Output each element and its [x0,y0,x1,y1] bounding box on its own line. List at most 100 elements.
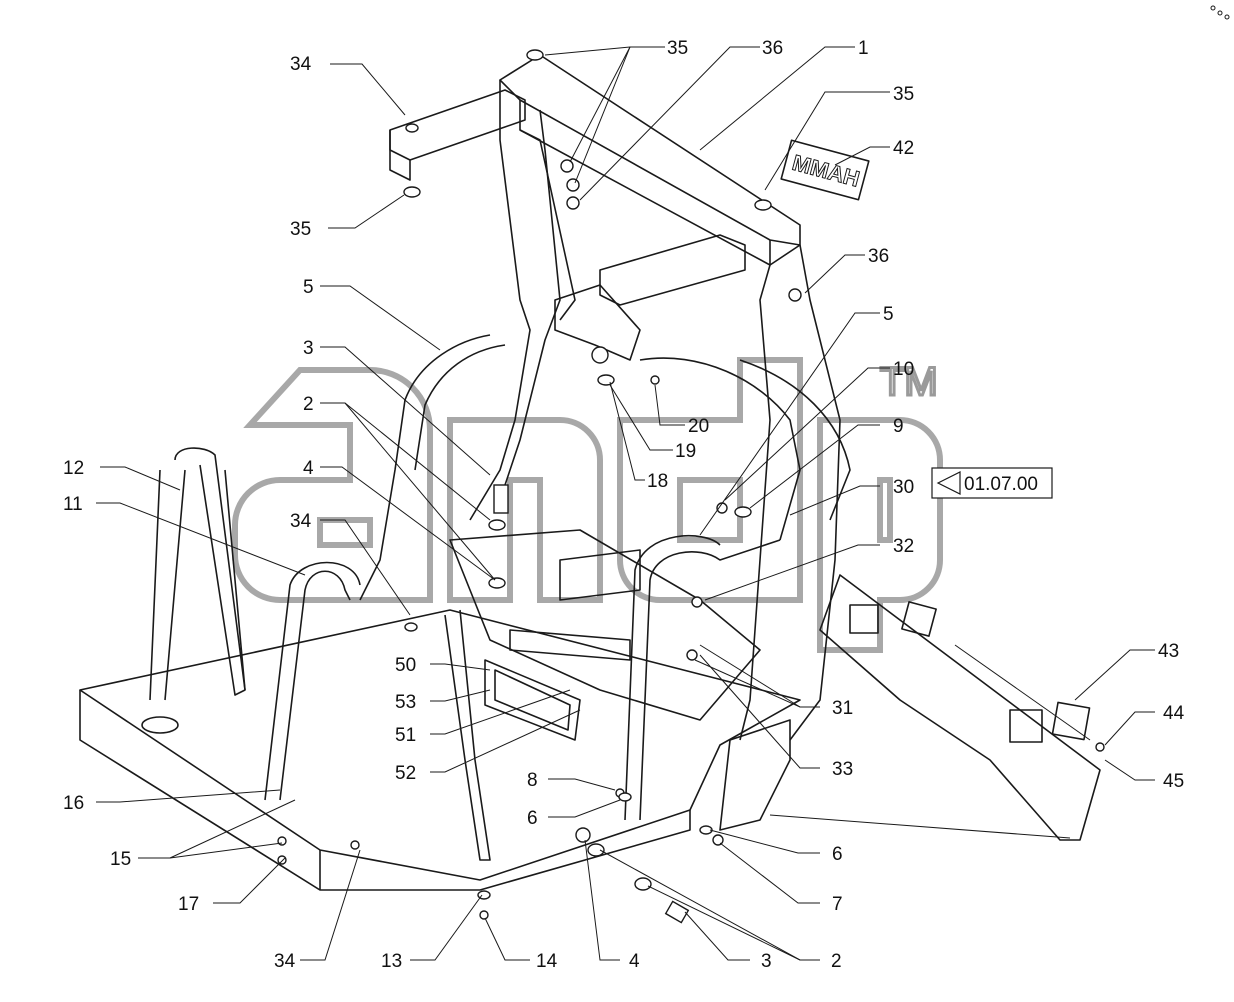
watermark-tm: TM [880,360,938,404]
vertical-strut [444,609,491,861]
callout-3: 3 [761,951,772,972]
washer-2 [488,519,506,531]
front-post [149,447,246,701]
leader-35a-3 [574,46,631,184]
corner-mark-dot-1 [1210,5,1216,11]
callout-16: 16 [63,793,84,814]
callout-31: 31 [832,698,853,719]
nut-4 [488,577,506,589]
leader-35a-1 [544,46,665,56]
leader-36a [579,46,760,201]
callout-52: 52 [395,763,416,784]
rear-panel [819,574,1101,841]
view-eye-icon [936,471,961,495]
leader-34c [300,849,361,961]
leader-14 [484,917,530,961]
right-grab-rail-curve [739,359,851,521]
leader-15-2 [169,799,296,859]
washer-6-left [618,792,632,802]
washer-6-right [699,825,713,835]
watermark-letter-a [232,367,433,603]
corner-mark-icon [1210,5,1230,20]
callout-5: 5 [303,277,314,298]
callout-5: 5 [883,304,894,325]
callout-6: 6 [527,808,538,829]
callout-15: 15 [110,849,131,870]
leader-35c [328,194,405,229]
callout-2: 2 [831,951,842,972]
callout-2: 2 [303,394,314,415]
callout-4: 4 [303,458,314,479]
reference-code: 01.07.00 [964,474,1038,495]
callout-12: 12 [63,458,84,479]
rear-grab-rail-inner [414,344,506,471]
leader-2b-1 [599,849,820,961]
watermark-logo [232,357,943,653]
leader-16 [96,789,281,803]
corner-mark-dot-3 [1224,14,1230,20]
watermark-letter-p [817,417,943,653]
nut-36-a [560,159,574,173]
decal-square-3 [1009,709,1043,743]
callout-45: 45 [1163,771,1184,792]
washer-18 [591,346,609,364]
right-loop-handle [639,539,781,821]
nut-14 [479,910,489,920]
callout-33: 33 [832,759,853,780]
leader-33 [699,654,820,769]
nut-35-right [754,199,772,211]
leader-lines [96,46,1155,961]
leader-34b [320,519,411,616]
leader-31-2 [699,644,801,708]
nut-35-left [403,186,421,198]
leader-15-1 [138,842,283,859]
leader-20 [654,384,685,426]
callout-36: 36 [762,38,783,59]
leader-7 [719,842,820,904]
right-side-panel [719,719,791,831]
leader-8 [548,778,616,791]
callout-42: 42 [893,138,914,159]
callout-3: 3 [303,338,314,359]
leader-44 [1104,711,1155,746]
callout-4: 4 [629,951,640,972]
washer-2-bottom [587,843,605,857]
callout-9: 9 [893,416,904,437]
callout-35: 35 [667,38,688,59]
leader-50 [430,663,491,671]
nut-34-mid [404,622,418,632]
seat-mount-bar [509,629,631,661]
bracket-assembly-50 [484,659,581,741]
left-pillar-face [519,129,576,321]
leader-19 [609,384,673,451]
leader-32 [704,544,880,601]
base-plate-hole [141,716,179,734]
watermark-letter-r [447,417,603,603]
leader-5a [320,285,441,351]
bolt-44 [1095,742,1105,752]
nut-31 [686,649,698,661]
callout-18: 18 [647,471,668,492]
callout-1: 1 [858,38,869,59]
callout-34: 34 [290,511,312,532]
callout-labels: 34 35 36 1 35 42 35 36 5 5 3 10 2 20 9 1… [63,38,1185,972]
assembly-drawing [79,54,1101,891]
rear-grab-rail [359,334,491,601]
right-grab-rail [639,357,801,541]
callout-53: 53 [395,692,416,713]
callout-35: 35 [893,84,914,105]
bolt-3-bottom [664,900,690,924]
leader-12 [100,466,181,491]
top-cross-beam-face [519,100,771,266]
base-plate-front-face [79,690,691,891]
leader-4b [584,839,620,961]
leader-31-1 [694,659,820,708]
nut-20 [650,375,660,385]
front-loop-handle [279,570,351,801]
nut-4-bottom [575,827,591,843]
leader-34a [330,63,406,116]
leader-17 [213,857,286,904]
middle-bracket [599,234,746,306]
decal-square-2 [901,601,937,637]
